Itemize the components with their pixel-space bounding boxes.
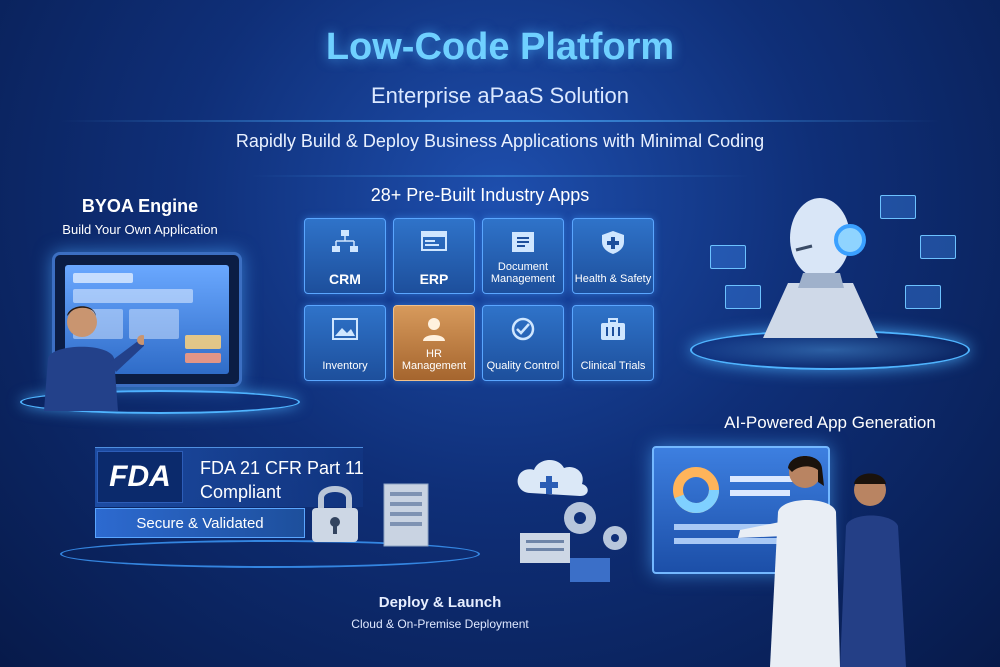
app-tile-label: Quality Control [486, 360, 560, 372]
byoa-platform-ring [20, 390, 300, 414]
compliance-platform-ring [60, 540, 480, 568]
team-people [738, 456, 906, 667]
divider-glow [250, 175, 750, 177]
app-tile-label: CRM [329, 271, 361, 287]
org-chart-icon [332, 230, 358, 252]
window-icon [421, 231, 447, 251]
check-gauge-icon [511, 317, 535, 341]
app-tile-label: Document Management [490, 261, 556, 285]
apps-title: 28+ Pre-Built Industry Apps [370, 185, 590, 205]
compliance-line1: FDA 21 CFR Part 11 [200, 458, 364, 478]
fda-logo: FDA [97, 451, 183, 503]
app-tile-label: HR Management [401, 348, 467, 372]
app-tile-document-management[interactable]: Document Management [482, 218, 564, 294]
cloud-gears-illustration [517, 459, 627, 582]
app-tile-hr-management[interactable]: HR Management [393, 305, 475, 381]
page-title: Low-Code Platform [325, 26, 675, 68]
person-icon [423, 318, 445, 341]
deploy-subtitle: Cloud & On-Premise Deployment [351, 617, 529, 631]
app-tile-quality-control[interactable]: Quality Control [482, 305, 564, 381]
app-tile-clinical-trials[interactable]: Clinical Trials [572, 305, 654, 381]
tagline: Rapidly Build & Deploy Business Applicat… [235, 131, 765, 151]
app-tile-erp[interactable]: ERP [393, 218, 475, 294]
document-icon [512, 232, 534, 252]
padlock-icon [312, 486, 358, 542]
app-tile-crm[interactable]: CRM [304, 218, 386, 294]
deploy-title: Deploy & Launch [378, 594, 502, 611]
compliance-line2: Compliant [200, 482, 282, 502]
byoa-title: BYOA Engine [81, 196, 199, 216]
ai-robot-figure [763, 198, 878, 338]
donut-chart-icon [673, 467, 810, 544]
ai-title: AI-Powered App Generation [724, 413, 936, 432]
medical-kit-icon [601, 318, 625, 340]
shield-cross-icon [602, 231, 624, 254]
image-icon [332, 318, 358, 340]
ui-panel [920, 235, 956, 259]
page-subtitle: Enterprise aPaaS Solution [370, 83, 630, 108]
app-tile-label: Health & Safety [574, 273, 652, 285]
secure-badge: Secure & Validated [95, 508, 305, 538]
app-tile-label: ERP [419, 271, 449, 287]
divider-glow [60, 120, 940, 122]
developer-person [44, 306, 144, 411]
ui-panel [905, 285, 941, 309]
app-tile-label: Clinical Trials [580, 360, 646, 372]
app-tile-health-safety[interactable]: Health & Safety [572, 218, 654, 294]
app-tile-label: Inventory [322, 360, 368, 372]
ui-panel [710, 245, 746, 269]
ui-panel [880, 195, 916, 219]
ui-panel [725, 285, 761, 309]
app-tile-inventory[interactable]: Inventory [304, 305, 386, 381]
server-icon [383, 483, 429, 547]
byoa-subtitle: Build Your Own Application [62, 222, 218, 237]
